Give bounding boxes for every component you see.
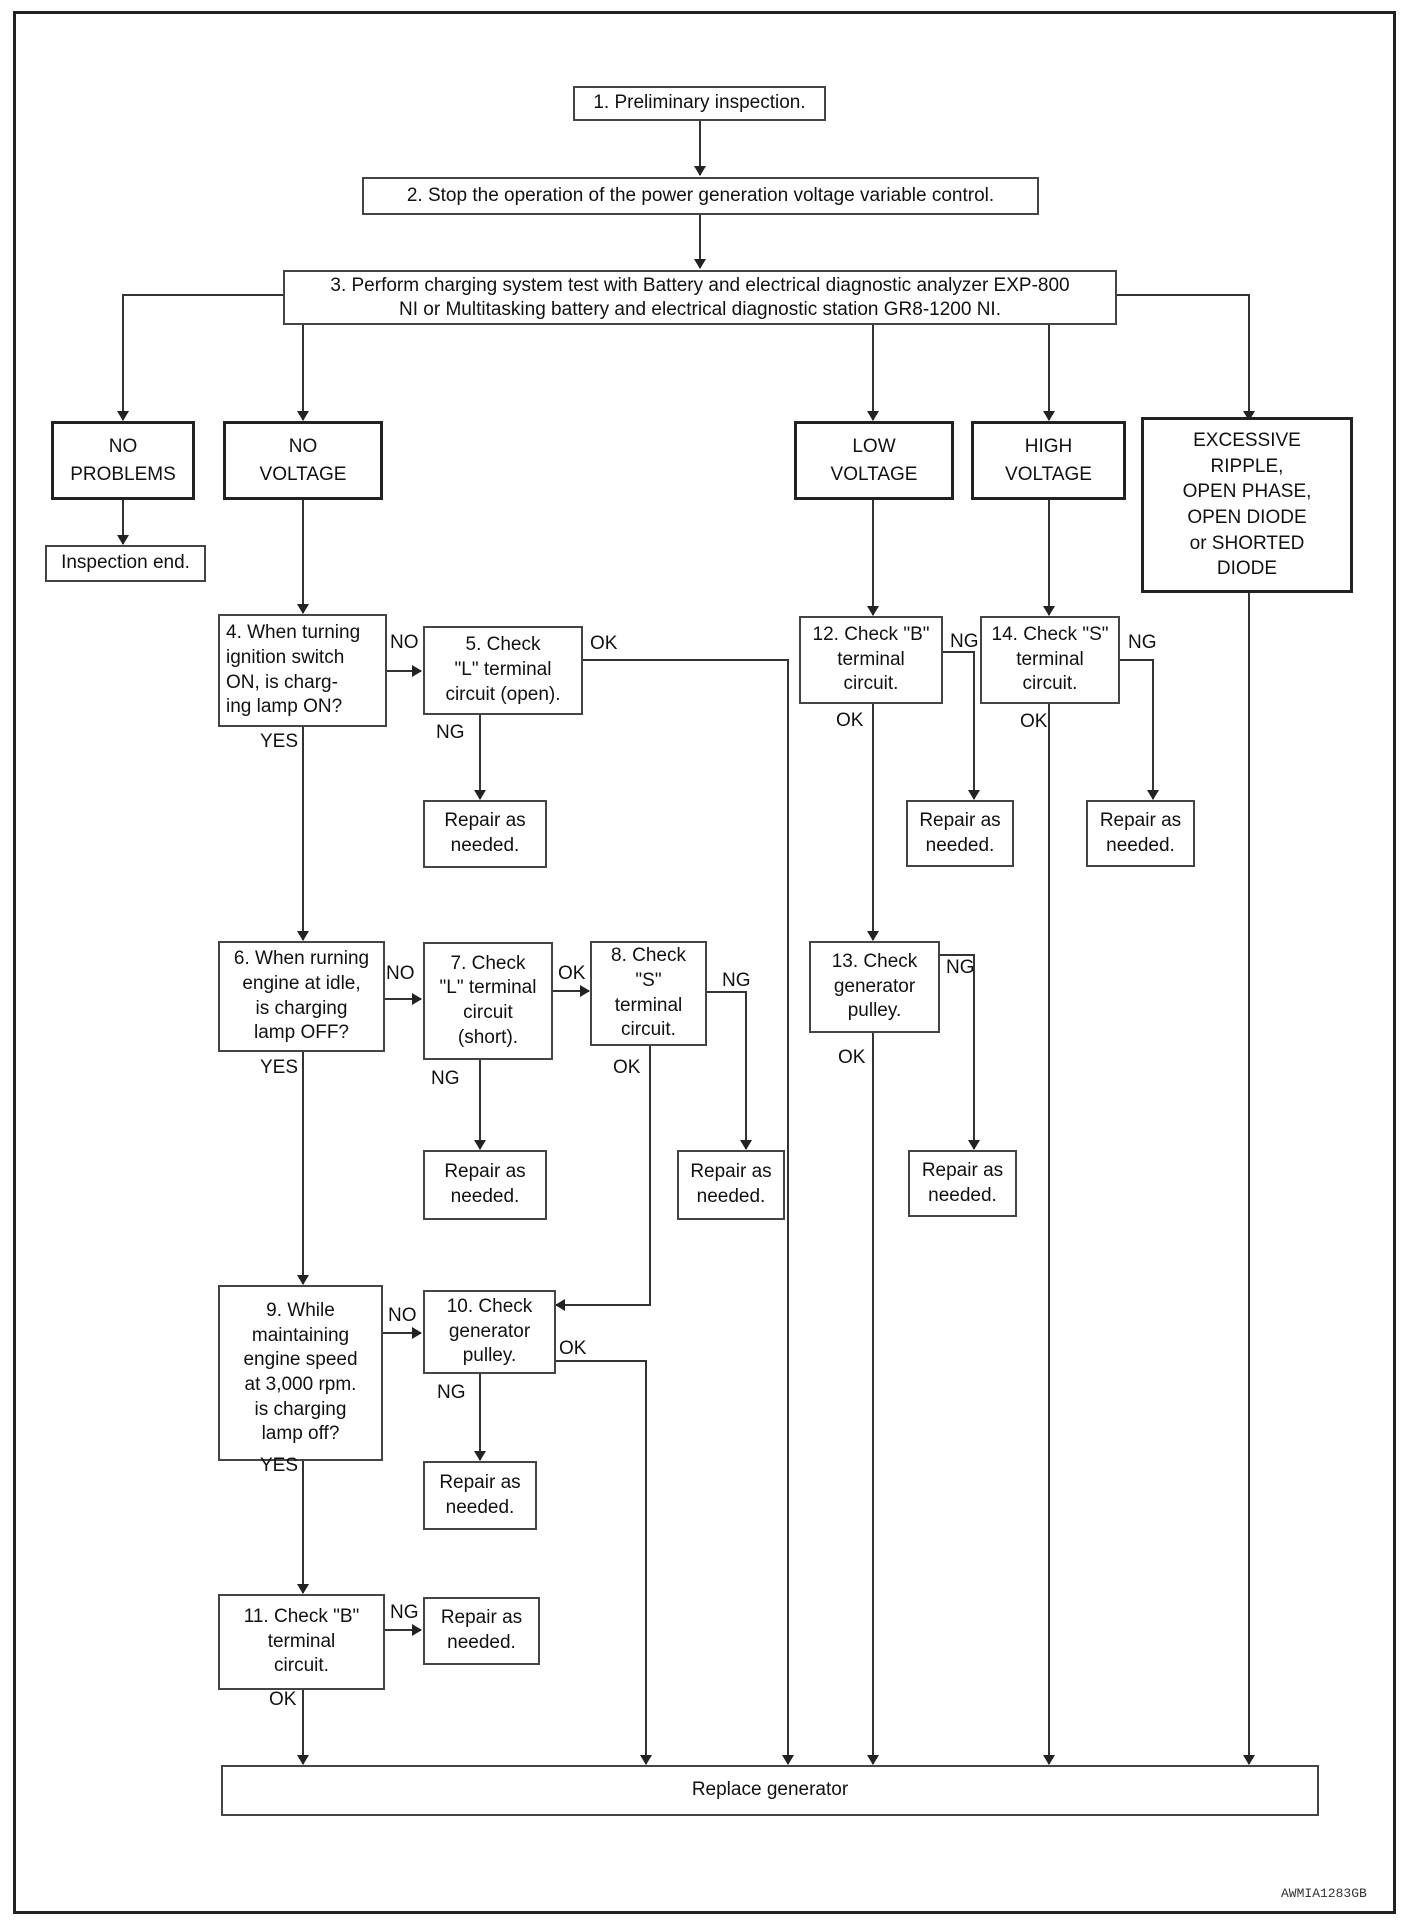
label-13-ok: OK: [838, 1047, 866, 1068]
excessive-ripple-box: EXCESSIVE RIPPLE, OPEN PHASE, OPEN DIODE…: [1141, 417, 1353, 593]
low-voltage-box: LOW VOLTAGE: [794, 421, 954, 500]
label-8-ng: NG: [722, 970, 751, 991]
label-8-ok: OK: [613, 1057, 641, 1078]
label-7-ok: OK: [558, 963, 586, 984]
step-5-repair-box: Repair as needed.: [423, 800, 547, 868]
label-10-ok: OK: [559, 1338, 587, 1359]
label-6-yes: YES: [260, 1057, 299, 1078]
step-14-repair-box: Repair as needed.: [1086, 800, 1195, 867]
label-7-ng: NG: [431, 1068, 460, 1089]
step-8-box: 8. Check "S" terminal circuit.: [590, 941, 707, 1046]
replace-generator-box: Replace generator: [221, 1765, 1319, 1816]
arrow-13-repair: [940, 954, 980, 1150]
label-10-ng: NG: [437, 1382, 466, 1403]
label-9-yes: YES: [260, 1455, 299, 1476]
step-5-box: 5. Check "L" terminal circuit (open).: [423, 626, 583, 715]
no-voltage-box: NO VOLTAGE: [223, 421, 383, 500]
step-10-box: 10. Check generator pulley.: [423, 1290, 556, 1374]
arrow-14-repair: [1120, 659, 1159, 800]
label-5-ok: OK: [590, 633, 618, 654]
high-voltage-box: HIGH VOLTAGE: [971, 421, 1126, 500]
label-11-ng: NG: [390, 1602, 419, 1623]
arrow-10-replace: [556, 1360, 652, 1765]
step-11-repair-box: Repair as needed.: [423, 1597, 540, 1665]
label-13-ng: NG: [946, 957, 975, 978]
label-12-ok: OK: [836, 710, 864, 731]
label-14-ng: NG: [1128, 632, 1157, 653]
label-4-no: NO: [390, 632, 419, 653]
step-13-repair-box: Repair as needed.: [908, 1150, 1017, 1217]
inspection-end-box: Inspection end.: [45, 545, 206, 582]
step-7-repair-box: Repair as needed.: [423, 1150, 547, 1220]
diagram-frame: [13, 11, 1396, 1914]
step-12-box: 12. Check "B" terminal circuit.: [799, 616, 943, 704]
arrow-12-repair: [943, 651, 980, 800]
arrow-8-repair: [707, 991, 752, 1150]
label-6-no: NO: [386, 963, 415, 984]
label-9-no: NO: [388, 1305, 417, 1326]
label-5-ng: NG: [436, 722, 465, 743]
step-8-repair-box: Repair as needed.: [677, 1150, 785, 1220]
arrow-8-10: [555, 1046, 651, 1311]
arrow-5-replace: [583, 659, 794, 1765]
step-9-box: 9. While maintaining engine speed at 3,0…: [218, 1285, 383, 1461]
label-11-ok: OK: [269, 1689, 297, 1710]
step-2-box: 2. Stop the operation of the power gener…: [362, 177, 1039, 215]
step-7-box: 7. Check "L" terminal circuit (short).: [423, 942, 553, 1060]
step-13-box: 13. Check generator pulley.: [809, 941, 940, 1033]
figure-code: AWMIA1283GB: [1281, 1886, 1367, 1901]
step-3-box: 3. Perform charging system test with Bat…: [283, 270, 1117, 325]
label-4-yes: YES: [260, 731, 299, 752]
no-problems-box: NO PROBLEMS: [51, 421, 195, 500]
step-12-repair-box: Repair as needed.: [906, 800, 1014, 867]
step-1-box: 1. Preliminary inspection.: [573, 86, 826, 121]
step-10-repair-box: Repair as needed.: [423, 1461, 537, 1530]
label-12-ng: NG: [950, 631, 979, 652]
step-14-box: 14. Check "S" terminal circuit.: [980, 616, 1120, 704]
arrow-3-no-problems: [117, 294, 283, 421]
step-4-box: 4. When turning ignition switch ON, is c…: [218, 614, 387, 727]
step-11-box: 11. Check "B" terminal circuit.: [218, 1594, 385, 1690]
label-14-ok: OK: [1020, 711, 1048, 732]
arrow-3-excessive: [1117, 294, 1255, 421]
step-6-box: 6. When rurning engine at idle, is charg…: [218, 941, 385, 1052]
